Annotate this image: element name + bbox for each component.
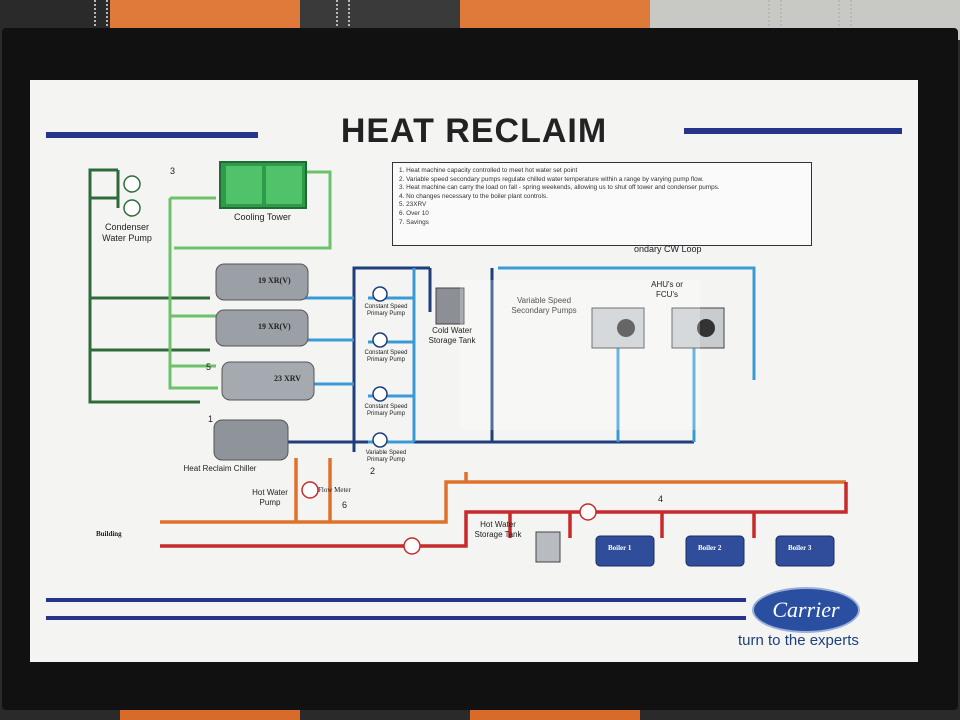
hanging-chain bbox=[94, 0, 108, 34]
poster-title: HEAT RECLAIM bbox=[340, 112, 608, 150]
note-line: 4. No changes necessary to the boiler pl… bbox=[399, 192, 548, 200]
callout-6: 6 bbox=[342, 500, 348, 510]
callout-3: 3 bbox=[170, 166, 176, 176]
callout-1: 1 bbox=[208, 414, 214, 424]
label-heat-reclaim: Heat Reclaim Chiller bbox=[183, 464, 257, 473]
label-ahu: AHU's or FCU's bbox=[651, 280, 683, 299]
glass-reflection bbox=[460, 280, 700, 430]
label-flow-meter: Flow Meter bbox=[318, 486, 351, 494]
hanging-chain bbox=[336, 0, 350, 34]
carrier-logo: Carrier bbox=[752, 587, 860, 633]
label-const-pump-3: Constant Speed Primary Pump bbox=[364, 404, 408, 417]
boiler-units bbox=[595, 535, 835, 567]
note-line: 3. Heat machine can carry the load on fa… bbox=[399, 184, 720, 192]
label-boiler-3: Boiler 3 bbox=[788, 544, 812, 552]
footer-stripe bbox=[46, 598, 746, 602]
note-line: 1. Heat machine capacity controlled to m… bbox=[399, 167, 578, 174]
ahu-units bbox=[591, 307, 725, 349]
cold-water-storage-tank bbox=[435, 287, 465, 325]
label-building: Building bbox=[96, 530, 122, 538]
label-cold-storage: Cold Water Storage Tank bbox=[428, 326, 476, 345]
hanging-chain bbox=[838, 0, 852, 34]
secondary-cw-loop bbox=[300, 266, 756, 444]
cooling-tower bbox=[219, 161, 307, 209]
callout-5: 5 bbox=[206, 362, 212, 372]
note-line: 5. 23XRV bbox=[399, 201, 427, 209]
label-const-pump-1: Constant Speed Primary Pump bbox=[364, 304, 408, 317]
boiler-loop bbox=[160, 482, 848, 548]
callout-2: 2 bbox=[370, 466, 376, 476]
chiller-units bbox=[213, 263, 315, 461]
label-hw-storage: Hot Water Storage Tank bbox=[474, 520, 522, 539]
note-line: 6. Over 10 bbox=[399, 209, 429, 217]
hot-water-pump-icons bbox=[301, 481, 597, 555]
tower-loop bbox=[168, 170, 332, 390]
header-stripe bbox=[684, 128, 902, 134]
label-const-pump-2: Constant Speed Primary Pump bbox=[364, 350, 408, 363]
condenser-pump-icons bbox=[123, 175, 141, 217]
label-cw-loop: ondary CW Loop bbox=[634, 244, 702, 254]
label-cooling-tower: Cooling Tower bbox=[234, 212, 291, 222]
notes-box: 1. Heat machine capacity controlled to m… bbox=[392, 162, 812, 246]
label-boiler-1: Boiler 1 bbox=[608, 544, 632, 552]
label-boiler-2: Boiler 2 bbox=[698, 544, 722, 552]
piping-diagram bbox=[46, 128, 902, 620]
poster-frame: HEAT RECLAIM 1. Heat machine capacity co… bbox=[2, 28, 958, 710]
label-chiller-c: 23 XRV bbox=[274, 374, 302, 383]
label-var-pump: Variable Speed Primary Pump bbox=[365, 450, 407, 463]
footer-stripe bbox=[46, 616, 746, 620]
note-line: 2. Variable speed secondary pumps regula… bbox=[399, 175, 704, 183]
primary-pump-icons bbox=[372, 286, 388, 448]
label-chiller-b: 19 XR(V) bbox=[258, 322, 291, 331]
chilled-water-primary bbox=[288, 266, 694, 452]
note-line: 7. Savings bbox=[399, 218, 429, 226]
label-chiller-a: 19 XR(V) bbox=[258, 276, 291, 285]
hot-water-storage-tank bbox=[535, 531, 561, 563]
hanging-chain bbox=[768, 0, 782, 34]
label-hw-pump: Hot Water Pump bbox=[252, 488, 288, 507]
label-vs-secondary: Variable Speed Secondary Pumps bbox=[511, 296, 577, 315]
hot-water-building-loop bbox=[160, 458, 846, 524]
brand-tagline: turn to the experts bbox=[738, 632, 859, 649]
heat-reclaim-poster: HEAT RECLAIM 1. Heat machine capacity co… bbox=[30, 80, 918, 662]
label-condenser-pump: Condenser Water Pump bbox=[102, 222, 152, 243]
header-stripe bbox=[46, 132, 258, 138]
callout-4: 4 bbox=[658, 494, 664, 504]
condenser-water-loop bbox=[88, 168, 210, 404]
